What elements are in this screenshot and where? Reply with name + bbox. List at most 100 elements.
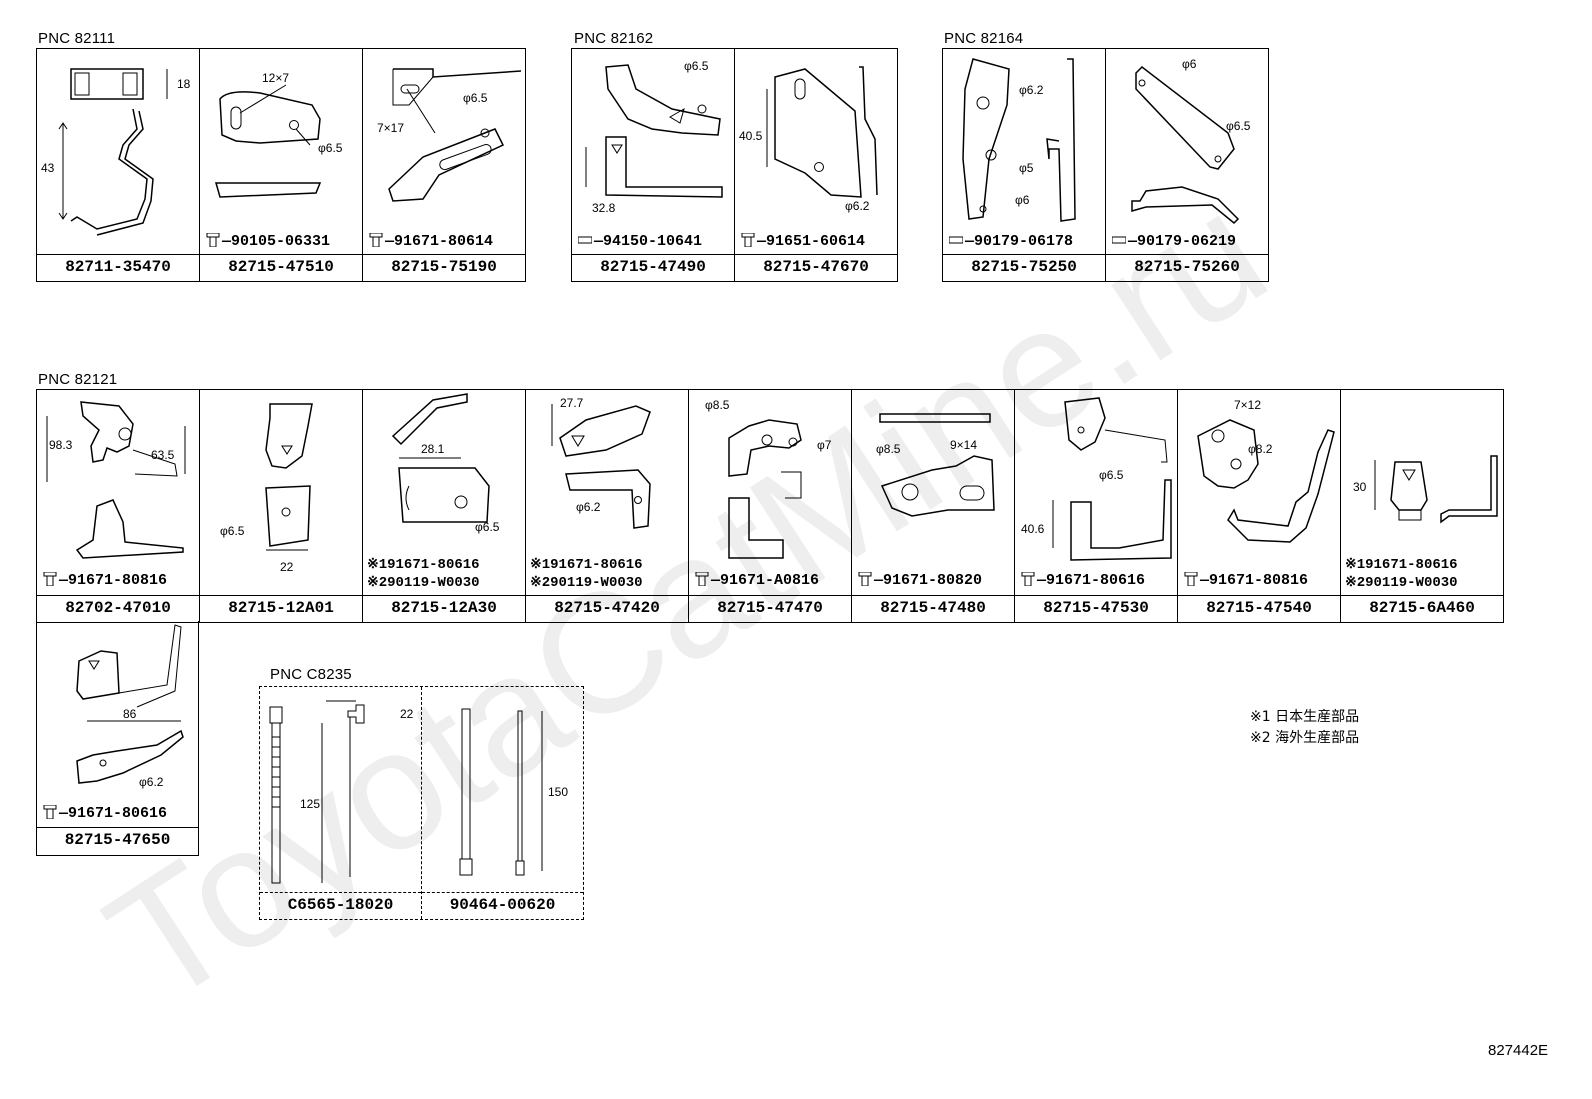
dim-hole: φ6.5 [1099, 468, 1124, 482]
part-cell[interactable]: 7×12 φ8.2 —91671-80816 82715-47540 [1178, 390, 1341, 622]
bracket-drawing [215, 84, 322, 198]
dim-length: 43 [41, 161, 55, 175]
part-number: 82715-75250 [943, 254, 1105, 281]
part-cell[interactable]: φ6.5 32.8 —94150-10641 82715-47490 [572, 49, 735, 281]
part-cell[interactable]: 7×17 φ6.5 —91671-80614 82715-75190 [363, 49, 525, 281]
dim-hole-2: φ7 [817, 438, 832, 452]
note-2: ※2 海外生産部品 [1250, 730, 1360, 746]
bracket-drawing [46, 401, 186, 559]
bolt-number: 91671-80616 [68, 805, 168, 822]
bolt-icon [206, 233, 220, 247]
bracket-drawing [1131, 66, 1240, 225]
bolt-icon [1112, 236, 1126, 244]
bolt-icon [43, 805, 57, 819]
part-cell[interactable]: 98.3 63.5 —91671-80816 82702-47010 [37, 390, 200, 622]
bolt-number-1: ※191671-80616 [1345, 557, 1458, 573]
part-cell[interactable]: 86 φ6.2 —91671-80616 82715-47650 [37, 621, 198, 854]
bracket-drawing [265, 403, 313, 551]
bolt-line: —91671-80820 [858, 572, 982, 590]
part-cell[interactable]: φ6.5 40.6 —91671-80616 82715-47530 [1015, 390, 1178, 622]
bolt-number: 94150-10641 [603, 233, 703, 250]
pnc-label-82121: PNC 82121 [38, 371, 118, 388]
bolt-icon [578, 236, 592, 244]
bolt-number: 91671-A0816 [720, 572, 820, 589]
dim-height: 40.6 [1021, 522, 1045, 536]
bolt-line: —90105-06331 [206, 233, 330, 251]
part-number: 82711-35470 [37, 254, 199, 281]
bolt-icon [858, 572, 872, 586]
pnc-label-c8235: PNC C8235 [270, 666, 352, 683]
dim-width: 28.1 [421, 442, 445, 456]
bolt-icon [1184, 572, 1198, 586]
part-cell[interactable]: 12×7 φ6.5 —90105-06331 82715-47510 [200, 49, 363, 281]
group-82164: φ6.2 φ5 φ6 —90179-06178 82715-75250 φ6 φ… [942, 48, 1269, 282]
bolt-line: —94150-10641 [578, 233, 702, 251]
bolt-number-1: ※191671-80616 [367, 557, 480, 573]
dim-height: 27.7 [560, 396, 584, 410]
bracket-drawing [388, 68, 522, 202]
bolt-number: 90179-06219 [1137, 233, 1237, 250]
part-number: 82715-47480 [852, 595, 1014, 622]
part-number: 82715-12A30 [363, 595, 525, 622]
bolt-number-2: ※290119-W0030 [1345, 575, 1458, 591]
part-cell[interactable]: 27.7 φ6.2 ※191671-80616 ※290119-W0030 82… [526, 390, 689, 622]
bolt-number: 90105-06331 [231, 233, 331, 250]
part-cell[interactable]: 22 125 C6565-18020 [260, 687, 422, 919]
pnc-label-82111: PNC 82111 [38, 30, 116, 47]
bolt-number: 91671-80614 [394, 233, 494, 250]
bracket-drawing [1374, 455, 1498, 524]
dim-height: 18 [177, 77, 191, 91]
part-cell[interactable]: 150 90464-00620 [422, 687, 583, 919]
dim-width: 22 [400, 707, 414, 721]
part-number: 82715-12A01 [200, 595, 362, 622]
bolt-line: —91671-80816 [43, 572, 167, 590]
bracket-drawing [391, 393, 490, 523]
part-number: 82715-47470 [689, 595, 851, 622]
part-cell[interactable]: φ8.5 φ7 —91671-A0816 82715-47470 [689, 390, 852, 622]
bolt-icon [741, 233, 755, 247]
dim-hole: φ6.2 [845, 199, 870, 213]
part-cell[interactable]: 40.5 φ6.2 —91651-60614 82715-47670 [735, 49, 897, 281]
part-cell[interactable]: φ6.2 φ5 φ6 —90179-06178 82715-75250 [943, 49, 1106, 281]
bracket-drawing [728, 419, 802, 559]
figure-id: 827442E [1488, 1042, 1549, 1059]
dim-height: 98.3 [49, 438, 73, 452]
dim-width: 22 [280, 560, 294, 574]
dim-hole-1: φ6.2 [1019, 83, 1044, 97]
dim-slot: 12×7 [262, 71, 290, 85]
note-1: ※1 日本生産部品 [1250, 709, 1360, 725]
part-cell[interactable]: φ6.5 22 82715-12A01 [200, 390, 363, 622]
bolt-line: —90179-06219 [1112, 233, 1236, 251]
dim-hole-1: φ6 [1182, 57, 1197, 71]
bolt-line: ※290119-W0030 [1345, 574, 1458, 592]
dim-hole: φ6.5 [684, 59, 709, 73]
part-number: 82715-47650 [37, 827, 198, 854]
bolt-line: —91671-80616 [43, 805, 167, 823]
dim-length: 40.5 [739, 129, 763, 143]
part-cell[interactable]: φ8.5 9×14 —91671-80820 82715-47480 [852, 390, 1015, 622]
bolt-number-1: ※191671-80616 [530, 557, 643, 573]
part-number: C6565-18020 [260, 892, 421, 919]
part-number: 82715-75260 [1106, 254, 1268, 281]
part-number: 82715-6A460 [1341, 595, 1503, 622]
dim-hole: φ8.5 [876, 442, 901, 456]
part-number: 82715-47510 [200, 254, 362, 281]
part-number: 82715-75190 [363, 254, 525, 281]
part-cell[interactable]: 30 ※191671-80616 ※290119-W0030 82715-6A4… [1341, 390, 1503, 622]
part-number: 82715-47530 [1015, 595, 1177, 622]
dim-hole: φ6.5 [318, 141, 343, 155]
bolt-line: —91651-60614 [741, 233, 865, 251]
bracket-drawing [551, 404, 651, 529]
group-82121: 98.3 63.5 —91671-80816 82702-47010 φ6.5 … [36, 389, 1504, 623]
part-number: 82715-47490 [572, 254, 734, 281]
bolt-number: 91671-80616 [1046, 572, 1146, 589]
bolt-number: 91651-60614 [766, 233, 866, 250]
dim-slot: 7×12 [1234, 398, 1262, 412]
part-cell[interactable]: 28.1 φ6.5 ※191671-80616 ※290119-W0030 82… [363, 390, 526, 622]
dim-length: 125 [300, 797, 321, 811]
cable-tie-drawing [459, 708, 543, 876]
part-cell[interactable]: φ6 φ6.5 —90179-06219 82715-75260 [1106, 49, 1268, 281]
bolt-icon [1021, 572, 1035, 586]
part-cell[interactable]: 18 43 82711-35470 [37, 49, 200, 281]
bolt-line: ※191671-80616 [367, 556, 480, 574]
